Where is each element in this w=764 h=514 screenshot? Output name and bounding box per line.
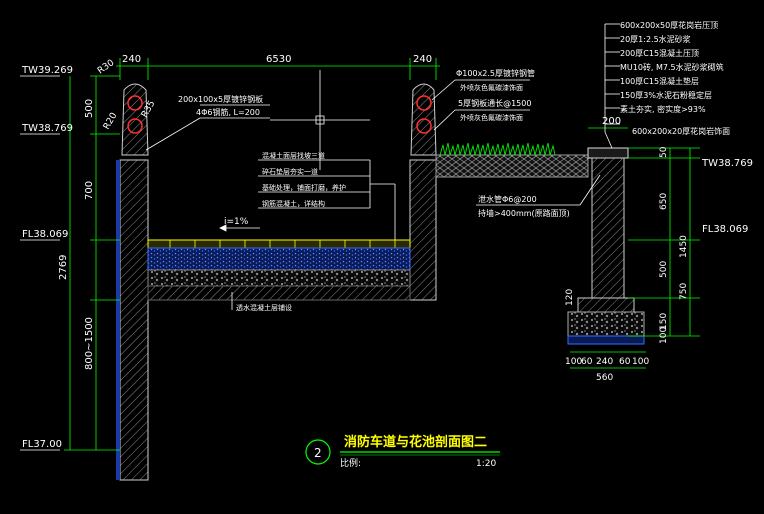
layer-list: 600x200x50厚花岗岩压顶 20厚1:2.5水泥砂浆 200厚C15混凝土…	[605, 20, 730, 136]
grass	[439, 142, 556, 156]
dim-left-700: 700	[84, 181, 95, 200]
layer-3: 200厚C15混凝土压顶	[620, 48, 699, 58]
layer-7: 素土夯实, 密实度>93%	[620, 104, 706, 114]
dim-right-1450: 1450	[679, 235, 689, 258]
dim-bottom-3: 240	[596, 357, 613, 367]
title-number-circle	[305, 439, 331, 465]
dim-bottom-2: 60	[581, 357, 593, 367]
note-left-1: 200x100x5厚镀锌钢板	[178, 94, 263, 104]
layer-8: 600x200x20厚花岗岩饰面	[632, 126, 730, 136]
note-left-2: 4Φ6钢筋, L=200	[196, 107, 260, 117]
base-layer	[147, 247, 411, 271]
road-layer-4: 钢筋混凝土，详结构	[262, 199, 325, 208]
layer-4: MU10砖, M7.5水泥砂浆砌筑	[620, 62, 724, 72]
dim-right-100: 100	[659, 327, 669, 344]
right-wall	[409, 159, 437, 301]
title-number: 2	[314, 446, 322, 460]
dim-right-500: 500	[659, 261, 669, 278]
planter-cap	[587, 147, 629, 159]
slope-label: i=1%	[224, 217, 249, 227]
planter-soil	[435, 154, 589, 178]
level-fl2: FL37.00	[22, 439, 62, 450]
layer-5: 100厚C15混凝土垫层	[620, 76, 699, 86]
note-col-1: Φ100x2.5厚镀锌钢管	[456, 68, 535, 78]
note-col-3: 5厚钢板通长@1500	[458, 98, 531, 108]
drain-note: 透水混凝土层铺设	[236, 303, 292, 312]
radius-r30: R30	[96, 58, 116, 77]
level-tw-right: TW38.769	[701, 158, 753, 169]
paving-layer	[147, 239, 411, 249]
subbase-layer	[147, 269, 411, 287]
left-wall-blue-edge	[116, 160, 120, 480]
dim-top-left: 240	[122, 54, 141, 65]
dim-right-120: 120	[565, 289, 575, 306]
level-fl-right: FL38.069	[702, 224, 748, 235]
top-dim-chain	[116, 58, 628, 129]
leader-lines	[145, 24, 613, 310]
layer-6: 150厚3%水泥石粉稳定层	[620, 90, 712, 100]
right-dim-chain	[570, 147, 700, 369]
soil-layer	[147, 285, 411, 301]
layer-1: 600x200x50厚花岗岩压顶	[620, 20, 718, 30]
left-wall	[119, 159, 149, 481]
dim-bottom-5: 100	[632, 357, 649, 367]
dim-bottom-total: 560	[596, 373, 613, 383]
dim-bottom-1: 100	[565, 357, 582, 367]
dim-right-650: 650	[659, 193, 669, 210]
dim-right-150: 150	[659, 313, 669, 330]
layer-2: 20厚1:2.5水泥砂浆	[620, 34, 691, 44]
dim-left-2769: 2769	[58, 255, 69, 280]
road-layer-3: 基础处理，铺面打磨，养护	[262, 183, 346, 192]
note-col-4: 外喷灰色氟碳漆饰面	[460, 113, 523, 122]
scale-value: 1:20	[476, 459, 496, 469]
planter-note-2: 持墙>400mm(原路面顶)	[478, 208, 570, 218]
dim-top-middle: 6530	[266, 54, 291, 65]
road-layer-2: 碎石垫层夯实一道	[262, 167, 318, 176]
level-tw2: TW38.769	[21, 123, 73, 134]
level-fl1: FL38.069	[22, 229, 68, 240]
planter-wall	[591, 157, 625, 299]
slope-arrow	[219, 224, 260, 232]
dim-right-750: 750	[679, 283, 689, 300]
dim-left-800: 800~1500	[84, 317, 95, 370]
scale-label: 比例:	[340, 457, 361, 469]
dim-left-500: 500	[84, 99, 95, 118]
radius-r20: R20	[102, 111, 120, 132]
planter-base	[567, 311, 645, 337]
planter-note-1: 泄水管Φ6@200	[478, 194, 537, 204]
planter-foundation	[577, 297, 635, 313]
dim-right-50: 50	[659, 146, 669, 158]
note-col-2: 外喷灰色氟碳漆饰面	[460, 83, 523, 92]
dim-bottom-4: 60	[619, 357, 631, 367]
road-layer-1: 混凝土面层找坡三道	[262, 151, 325, 160]
dim-top-right: 240	[413, 54, 432, 65]
drawing-title: 消防车道与花池剖面图二	[344, 434, 487, 450]
left-dim-chain	[20, 75, 120, 451]
cad-crosshair	[270, 70, 370, 170]
dim-top-right-small: 200	[602, 116, 621, 127]
level-tw1: TW39.269	[21, 65, 73, 76]
